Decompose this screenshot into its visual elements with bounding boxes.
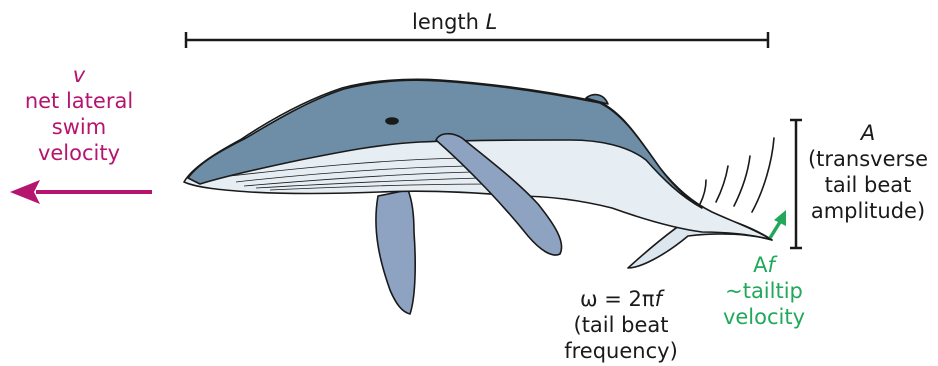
amplitude-symbol: A (800, 120, 936, 146)
whale-illustration (184, 79, 772, 314)
amplitude-line-3: amplitude) (800, 198, 936, 224)
tailtip-line-1: ~tailtip (708, 278, 820, 304)
frequency-symbol: f (655, 287, 662, 311)
length-prefix: length (412, 10, 486, 34)
amplitude-line-1: (transverse (800, 146, 936, 172)
frequency-line-2: frequency) (546, 338, 696, 364)
tailtip-label: Af ~tailtip velocity (708, 252, 820, 330)
tailtip-line-2: velocity (708, 304, 820, 330)
amplitude-label: A (transverse tail beat amplitude) (800, 120, 936, 224)
velocity-line-2: swim (4, 114, 154, 140)
tail-motion-lines (700, 138, 774, 212)
whale-eye (386, 118, 398, 124)
amplitude-line-2: tail beat (800, 172, 936, 198)
lower-pectoral-fin (376, 190, 415, 314)
frequency-line-1: (tail beat (546, 312, 696, 338)
velocity-line-3: velocity (4, 140, 154, 166)
frequency-label: ω = 2πf (tail beat frequency) (546, 286, 696, 364)
tailtip-prefix: A (753, 253, 767, 277)
length-symbol: L (486, 10, 498, 34)
velocity-arrow (10, 180, 152, 204)
frequency-prefix: ω = 2π (580, 287, 655, 311)
velocity-label: v net lateral swim velocity (4, 62, 154, 166)
velocity-line-1: net lateral (4, 88, 154, 114)
tailtip-symbol: f (767, 253, 774, 277)
tailtip-velocity-arrow (770, 210, 786, 238)
length-label: length L (412, 9, 497, 35)
velocity-symbol: v (4, 62, 154, 88)
